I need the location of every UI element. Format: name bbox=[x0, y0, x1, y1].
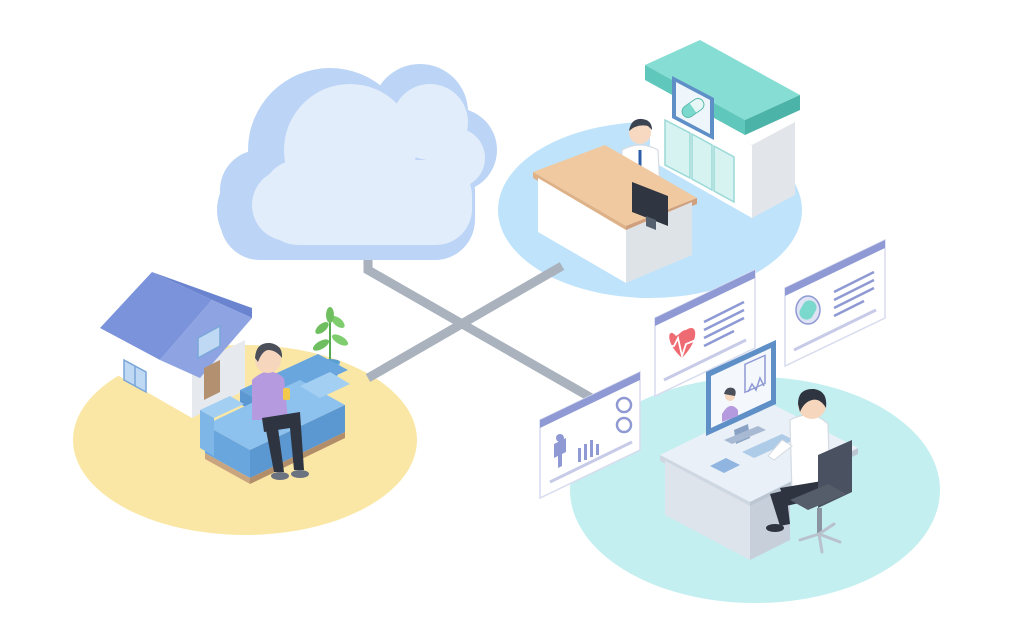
notebook-icon bbox=[710, 458, 740, 473]
pharmacy-building bbox=[645, 40, 800, 218]
person-bar-chart-icon bbox=[554, 434, 599, 468]
patient-figure bbox=[252, 342, 309, 480]
panel-stats bbox=[539, 370, 641, 500]
house-icon bbox=[100, 272, 252, 418]
cloud-icon bbox=[217, 64, 497, 260]
keyboard-icon bbox=[742, 434, 794, 458]
counter-monitor bbox=[632, 182, 668, 230]
pharmacy-pill-icon bbox=[681, 96, 707, 118]
heart-pulse-icon bbox=[668, 328, 697, 360]
video-monitor bbox=[706, 340, 776, 444]
patient-video-avatar bbox=[722, 387, 738, 422]
phone-icon bbox=[283, 388, 290, 400]
pill-icon bbox=[795, 295, 821, 325]
panel-pill bbox=[784, 238, 886, 368]
pharmacy-counter bbox=[533, 145, 697, 283]
office-chair-icon bbox=[790, 440, 852, 554]
house-window bbox=[123, 358, 147, 394]
panel-heart bbox=[654, 268, 756, 398]
